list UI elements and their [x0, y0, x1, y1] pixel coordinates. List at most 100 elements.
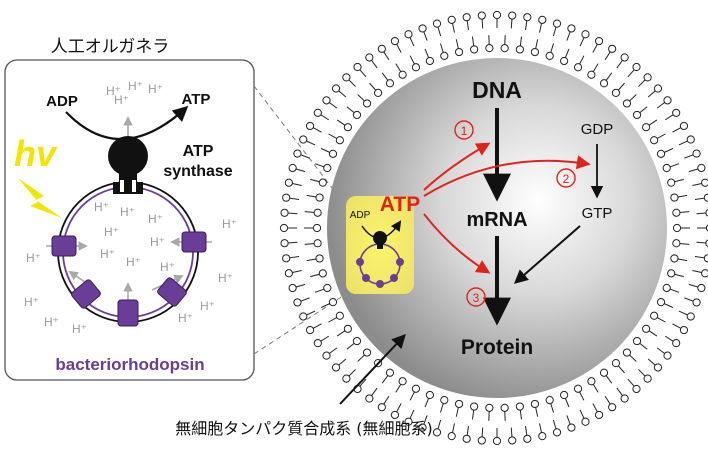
- lipid-head: [299, 135, 308, 144]
- lipid-head: [672, 223, 682, 233]
- lipid-head: [500, 44, 509, 53]
- cell-atp-label: ATP: [380, 193, 420, 216]
- lipid-head: [552, 19, 562, 28]
- lipid-head: [477, 11, 486, 20]
- lipid-head: [653, 363, 663, 372]
- pump-lower-right: [157, 277, 187, 307]
- lipid-head: [530, 399, 540, 409]
- lipid-head: [599, 368, 609, 377]
- bacteriorhodopsin-label: bacteriorhodopsin: [55, 355, 204, 374]
- inset-adp-label: ADP: [46, 93, 78, 110]
- lipid-head: [425, 56, 434, 66]
- dna-label: DNA: [472, 77, 522, 103]
- proton: H⁺: [120, 205, 135, 219]
- lipid-head: [315, 254, 324, 263]
- lipid-head: [279, 223, 289, 233]
- bacteriorhodopsin-pumps: [51, 231, 207, 327]
- lipid-head: [663, 96, 672, 105]
- lipid-head: [701, 178, 708, 187]
- lipid-head: [440, 396, 449, 405]
- lipid-head: [385, 368, 395, 377]
- lipid-head: [390, 36, 400, 46]
- lipid-head: [662, 283, 671, 293]
- proton: H⁺: [178, 311, 193, 325]
- lipid-head: [552, 428, 562, 437]
- lipid-head: [432, 19, 442, 28]
- lipid-head: [318, 269, 327, 278]
- proton: H⁺: [24, 295, 39, 309]
- lipid-head: [284, 269, 293, 278]
- lipid-head: [390, 410, 400, 420]
- proton: H⁺: [72, 322, 87, 336]
- lipid-head: [377, 44, 386, 53]
- lipid-head: [404, 30, 413, 39]
- lipid-head: [485, 44, 494, 53]
- lipid-bilayer: [279, 10, 708, 446]
- lipid-head: [650, 136, 659, 145]
- lipid-head: [335, 136, 344, 145]
- lipid-head: [632, 62, 641, 72]
- proton: H⁺: [26, 251, 41, 265]
- proton: H⁺: [218, 271, 233, 285]
- proton: H⁺: [104, 225, 119, 239]
- pump-left: [51, 235, 77, 257]
- lipid-head: [620, 53, 629, 62]
- lipid-head: [418, 423, 427, 432]
- lipid-head: [315, 193, 324, 202]
- lipid-head: [703, 193, 708, 202]
- lipid-head: [632, 110, 642, 120]
- proton: H⁺: [128, 79, 143, 93]
- lipid-head: [411, 384, 421, 393]
- lipid-head: [703, 254, 708, 263]
- lipid-head: [667, 269, 676, 278]
- adp-to-atp-arrow: [65, 105, 189, 141]
- lipid-head: [352, 110, 362, 120]
- proton: H⁺: [160, 260, 175, 274]
- lipid-head: [545, 396, 554, 405]
- atp-synthase: [108, 136, 148, 194]
- protons: H⁺ H⁺ H⁺ H⁺ H⁺ H⁺ H⁺ H⁺ H⁺ H⁺ H⁺ H⁺ H⁺ H…: [24, 79, 237, 336]
- lipid-head: [538, 432, 547, 441]
- lipid-head: [622, 99, 632, 108]
- lipid-head: [642, 324, 651, 333]
- lipid-head: [697, 283, 706, 293]
- lipid-head: [622, 348, 632, 357]
- lipid-head: [573, 384, 583, 393]
- lipid-head: [362, 348, 372, 357]
- lipid-head: [293, 149, 302, 158]
- lipid-head: [485, 403, 494, 412]
- lipid-head: [288, 283, 297, 293]
- lipid-head: [632, 336, 642, 346]
- lipid-head: [701, 269, 708, 278]
- lipid-head: [686, 135, 695, 144]
- proton: H⁺: [148, 82, 163, 96]
- proton: H⁺: [126, 255, 141, 269]
- lipid-head: [282, 254, 291, 263]
- lipid-head: [545, 51, 554, 60]
- lipid-head: [643, 73, 652, 82]
- lipid-head: [323, 283, 332, 293]
- lipid-head: [318, 178, 327, 187]
- lipid-head: [530, 47, 540, 57]
- proton: H⁺: [44, 315, 59, 329]
- lipid-head: [305, 325, 315, 335]
- gtp-to-protein-arrow: [513, 225, 581, 284]
- lipid-head: [672, 339, 681, 348]
- inset-title: 人工オルガネラ: [51, 37, 170, 57]
- lipid-head: [362, 99, 372, 108]
- lipid-head: [656, 298, 666, 307]
- lipid-head: [282, 193, 291, 202]
- lipid-head: [594, 410, 604, 420]
- lipid-head: [343, 324, 352, 333]
- lipid-head: [328, 149, 338, 158]
- lipid-head: [385, 79, 395, 88]
- lipid-head: [313, 339, 322, 348]
- hv-label: hv: [14, 133, 58, 174]
- lipid-head: [692, 298, 701, 307]
- lipid-head: [365, 394, 374, 403]
- mini-organelle-pumps: [356, 258, 404, 288]
- lipid-head: [335, 311, 344, 320]
- step-2-marker: 2: [556, 168, 576, 188]
- proton: H⁺: [100, 247, 115, 261]
- lipid-head: [679, 325, 689, 335]
